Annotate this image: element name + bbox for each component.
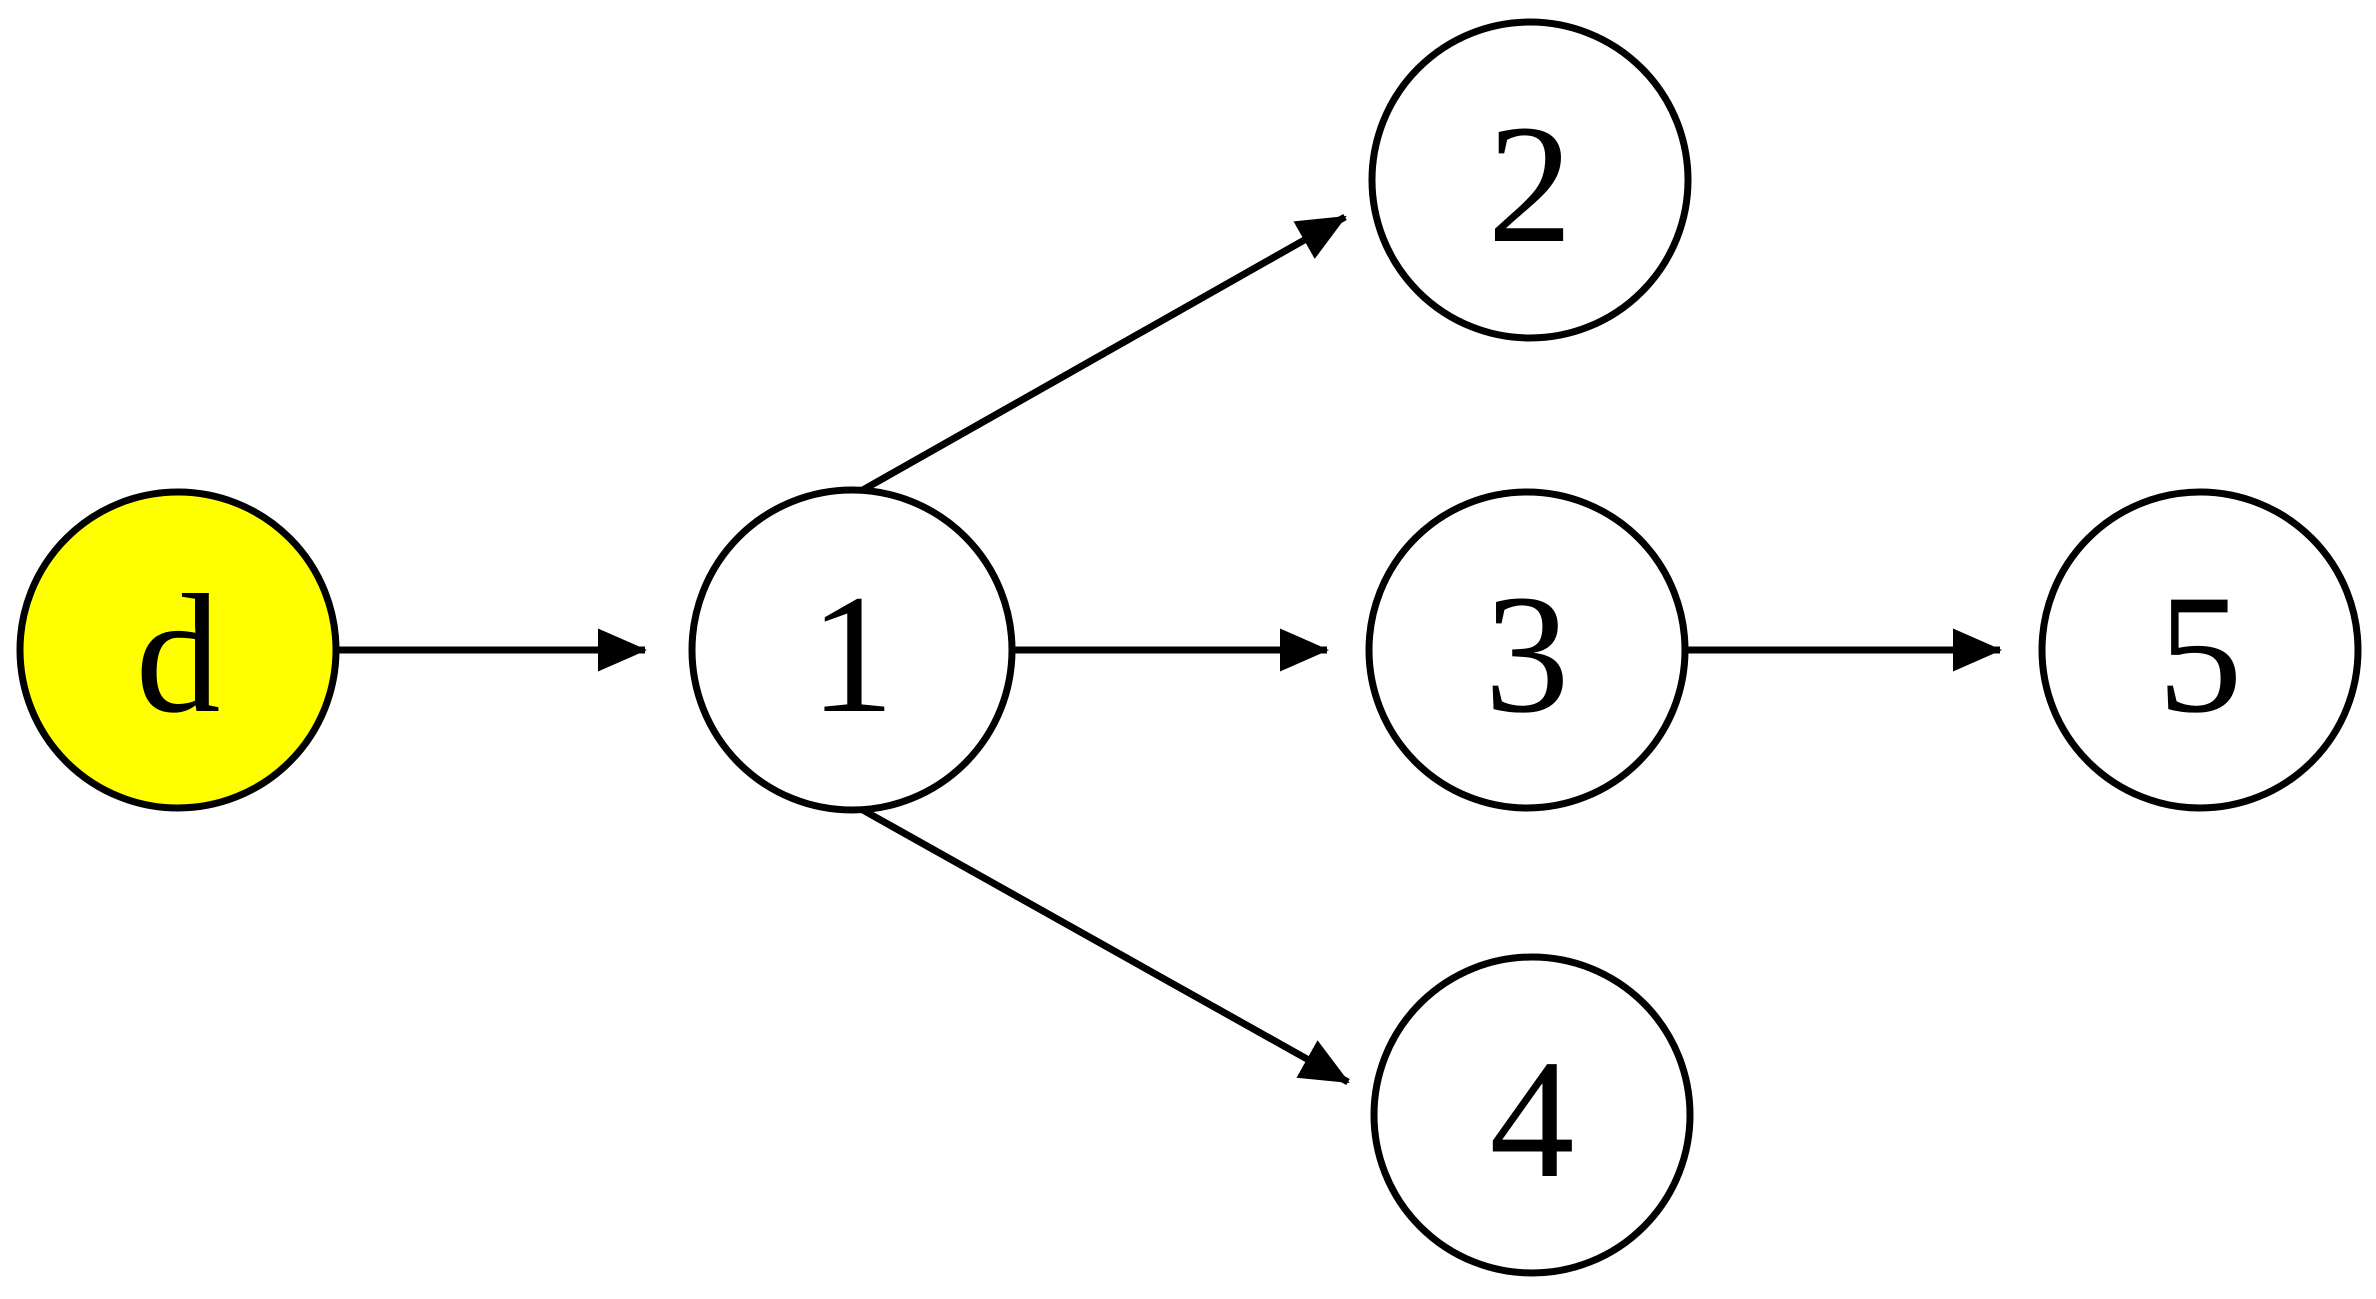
node-d-label: d [136, 560, 221, 748]
node-3-label: 3 [1485, 560, 1570, 748]
node-4-circle[interactable] [1370, 953, 1694, 1277]
node-layer: d 1 2 3 4 5 [16, 18, 2362, 1277]
node-5-circle[interactable] [2038, 488, 2362, 812]
edge-1-to-4[interactable] [859, 805, 1350, 1086]
edge-layer [336, 213, 2002, 1086]
node-2-label: 2 [1488, 90, 1573, 278]
node-4[interactable]: 4 [1370, 953, 1694, 1277]
node-4-label: 4 [1490, 1025, 1575, 1213]
node-2[interactable]: 2 [1368, 18, 1692, 342]
node-5[interactable]: 5 [2038, 488, 2362, 812]
node-3-circle[interactable] [1365, 488, 1689, 812]
node-5-label: 5 [2158, 560, 2243, 748]
node-1-label: 1 [810, 560, 895, 748]
edge-1-to-2[interactable] [859, 213, 1347, 495]
node-d[interactable]: d [16, 488, 340, 812]
node-d-circle[interactable] [16, 488, 340, 812]
node-1-circle[interactable] [688, 486, 1016, 814]
node-3[interactable]: 3 [1365, 488, 1689, 812]
node-2-circle[interactable] [1368, 18, 1692, 342]
node-1[interactable]: 1 [688, 486, 1016, 814]
